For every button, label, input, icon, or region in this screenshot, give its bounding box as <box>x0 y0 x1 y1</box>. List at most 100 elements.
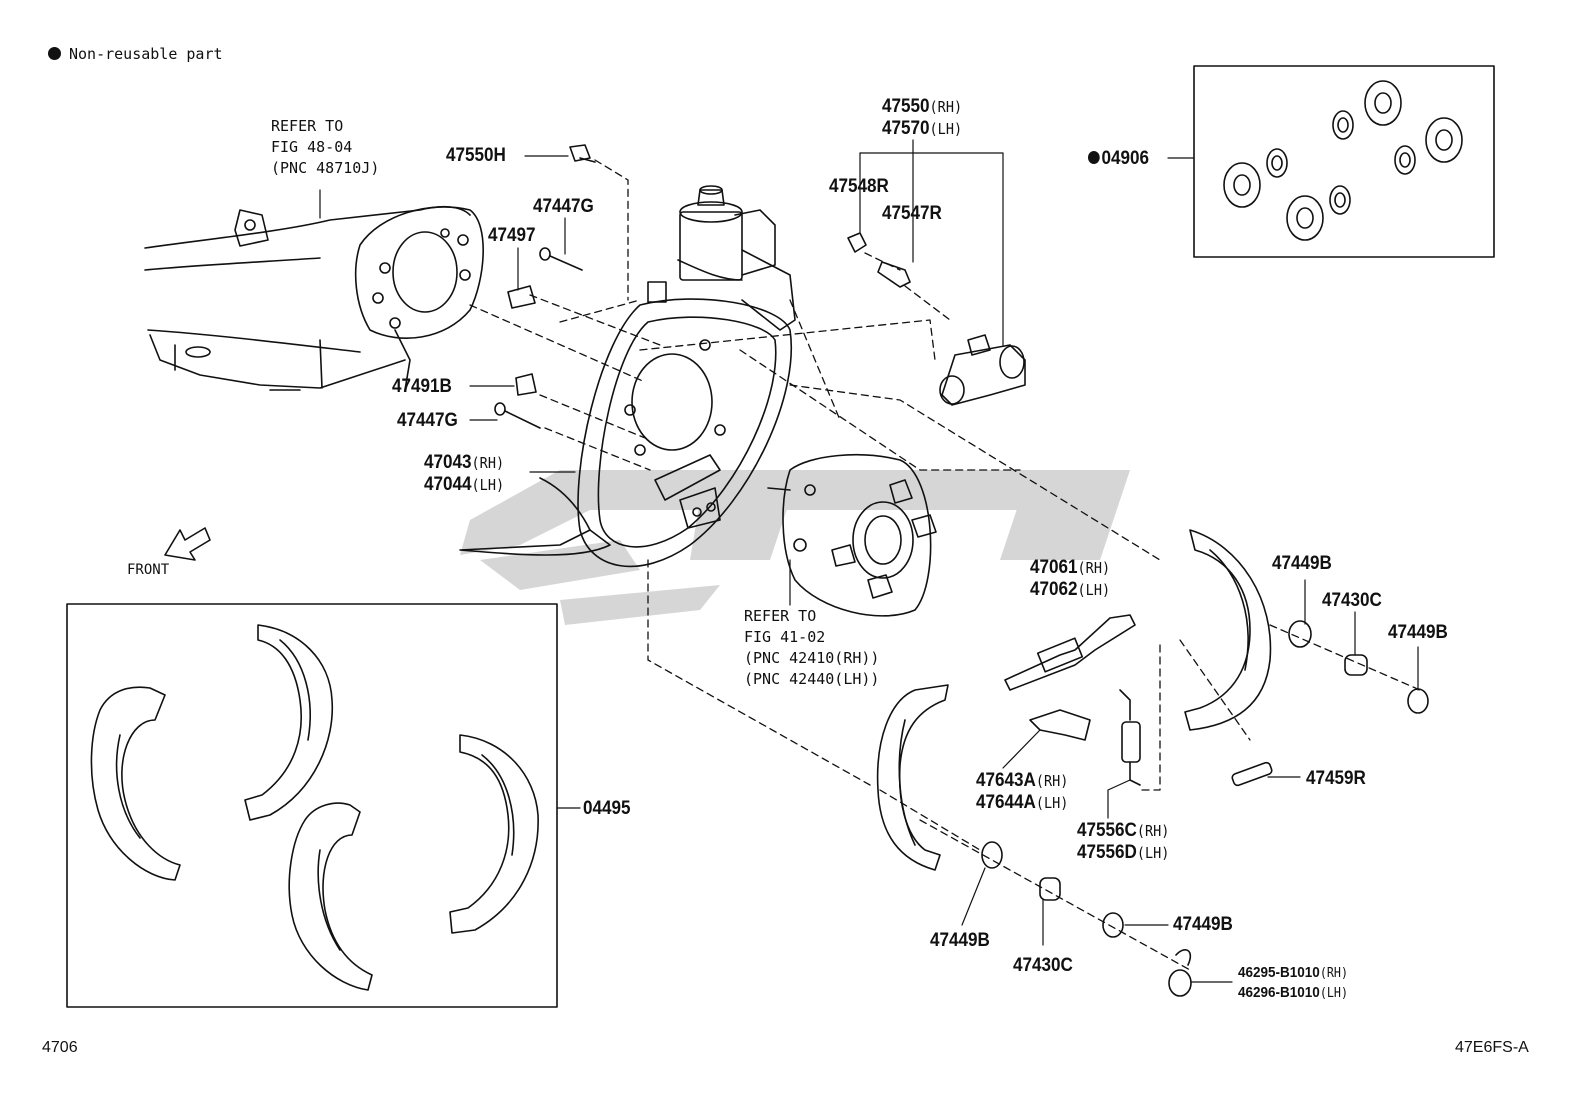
part-label-47497[interactable]: 47497 <box>488 225 536 246</box>
front-label: FRONT <box>127 562 170 578</box>
note-line: (PNC 42440(LH)) <box>744 670 880 688</box>
side-suffix: (LH) <box>471 476 505 494</box>
spring-47430C-b <box>1039 877 1061 901</box>
part-label-47044[interactable]: 47044(LH) <box>424 474 504 496</box>
refer-note-hub: REFER TO FIG 41-02 (PNC 42410(RH)) (PNC 424… <box>744 606 879 690</box>
note-line: REFER TO <box>271 117 344 135</box>
part-label-47459R[interactable]: 47459R <box>1306 768 1366 789</box>
non-reusable-icon <box>1088 151 1100 164</box>
grommet-47491B <box>515 373 537 396</box>
part-number: 04906 <box>1101 148 1150 169</box>
brake-shoe-left <box>876 684 949 871</box>
side-suffix: (RH) <box>929 98 963 116</box>
leader-lines <box>319 139 1419 983</box>
part-label-47550H[interactable]: 47550H <box>446 145 506 166</box>
part-label-47061[interactable]: 47061(RH) <box>1030 557 1110 579</box>
part-label-47570[interactable]: 47570(LH) <box>882 118 962 140</box>
side-suffix: (RH) <box>1077 559 1111 577</box>
part-number: 47644A <box>976 792 1036 813</box>
part-label-47548R[interactable]: 47548R <box>829 176 889 197</box>
bleeder-plug <box>847 232 867 253</box>
side-suffix: (LH) <box>1035 794 1069 812</box>
part-number: 47043 <box>424 452 472 473</box>
brake-shoe-right <box>1184 529 1272 731</box>
return-spring-47459R <box>1231 761 1273 787</box>
part-number: 46296-B1010 <box>1238 984 1320 1001</box>
part-label-47556D[interactable]: 47556D(LH) <box>1077 842 1169 864</box>
side-suffix: (RH) <box>471 454 505 472</box>
part-label-47449B-a[interactable]: 47449B <box>1272 553 1332 574</box>
brake-shoe-kit-box <box>66 603 558 1008</box>
part-label-47043[interactable]: 47043(RH) <box>424 452 504 474</box>
washer-47449B-a <box>1288 620 1312 648</box>
bolt-47550H <box>569 144 596 163</box>
part-number: 47556C <box>1077 820 1137 841</box>
side-suffix: (RH) <box>1136 822 1170 840</box>
filled-circle-icon <box>48 47 61 60</box>
cylinder-kit-box <box>1193 65 1495 258</box>
part-number: 47550 <box>882 96 930 117</box>
part-label-46296[interactable]: 46296-B1010(LH) <box>1238 982 1348 1004</box>
part-number: 47062 <box>1030 579 1078 600</box>
part-label-47643A[interactable]: 47643A(RH) <box>976 770 1068 792</box>
part-number: 47643A <box>976 770 1036 791</box>
part-number: 47570 <box>882 118 930 139</box>
part-label-47430C-b[interactable]: 47430C <box>1013 955 1073 976</box>
part-label-47556C[interactable]: 47556C(RH) <box>1077 820 1169 842</box>
watermark-logo <box>460 470 1130 625</box>
adjuster-assy-47061 <box>1004 614 1136 691</box>
note-line: FIG 41-02 <box>744 628 826 646</box>
side-suffix: (LH) <box>1077 581 1111 599</box>
return-spring-47556C <box>1119 689 1141 786</box>
part-label-47550[interactable]: 47550(RH) <box>882 96 962 118</box>
part-number: 47556D <box>1077 842 1137 863</box>
note-line: (PNC 42410(RH)) <box>744 649 880 667</box>
note-line: REFER TO <box>744 607 817 625</box>
part-label-47547R[interactable]: 47547R <box>882 203 942 224</box>
legend: Non-reusable part <box>48 45 223 63</box>
front-arrow-icon <box>164 527 211 561</box>
part-label-04906[interactable]: 04906 <box>1088 148 1149 169</box>
rear-axle-hub-assy <box>767 454 937 617</box>
washer-47449B-c <box>981 841 1003 869</box>
side-suffix: (LH) <box>1136 844 1170 862</box>
legend-text: Non-reusable part <box>69 45 223 63</box>
auto-adjuster-assy <box>654 454 721 529</box>
assembly-dashed-lines <box>469 159 1421 971</box>
part-label-47449B-c[interactable]: 47449B <box>930 930 990 951</box>
refer-note-axle: REFER TO FIG 48-04 (PNC 48710J) <box>271 116 379 179</box>
part-label-47449B-b[interactable]: 47449B <box>1388 622 1448 643</box>
part-label-04495[interactable]: 04495 <box>583 798 631 819</box>
part-label-47491B[interactable]: 47491B <box>392 376 452 397</box>
part-label-47430C-a[interactable]: 47430C <box>1322 590 1382 611</box>
bolt-47447G-top <box>539 247 583 271</box>
side-suffix: (LH) <box>929 120 963 138</box>
bolt-47447G-mid <box>494 402 541 429</box>
part-label-47062[interactable]: 47062(LH) <box>1030 579 1110 601</box>
spring-47430C-a <box>1344 654 1368 676</box>
bleeder-plug-screw <box>877 261 911 288</box>
part-label-46295[interactable]: 46295-B1010(RH) <box>1238 962 1348 984</box>
washer-47449B-b <box>1407 688 1429 714</box>
clip-46295 <box>1168 949 1192 997</box>
part-label-47447G[interactable]: 47447G <box>533 196 594 217</box>
part-number: 46295-B1010 <box>1238 964 1320 981</box>
brake-backing-plate <box>459 298 792 568</box>
washer-47449B-d <box>1102 912 1124 938</box>
part-label-47447G-mid[interactable]: 47447G <box>397 410 458 431</box>
note-line: (PNC 48710J) <box>271 159 380 177</box>
rear-axle-beam <box>144 205 484 391</box>
grommet-47497 <box>507 285 536 309</box>
brake-actuator <box>647 185 796 331</box>
part-number: 47061 <box>1030 557 1078 578</box>
part-number: 47044 <box>424 474 472 495</box>
note-line: FIG 48-04 <box>271 138 353 156</box>
figure-number: 4706 <box>42 1039 78 1056</box>
drawing-code: 47E6FS-A <box>1455 1039 1529 1056</box>
side-suffix: (LH) <box>1319 986 1349 1001</box>
part-label-47449B-d[interactable]: 47449B <box>1173 914 1233 935</box>
part-label-47644A[interactable]: 47644A(LH) <box>976 792 1068 814</box>
parking-brake-lever <box>1029 709 1091 741</box>
